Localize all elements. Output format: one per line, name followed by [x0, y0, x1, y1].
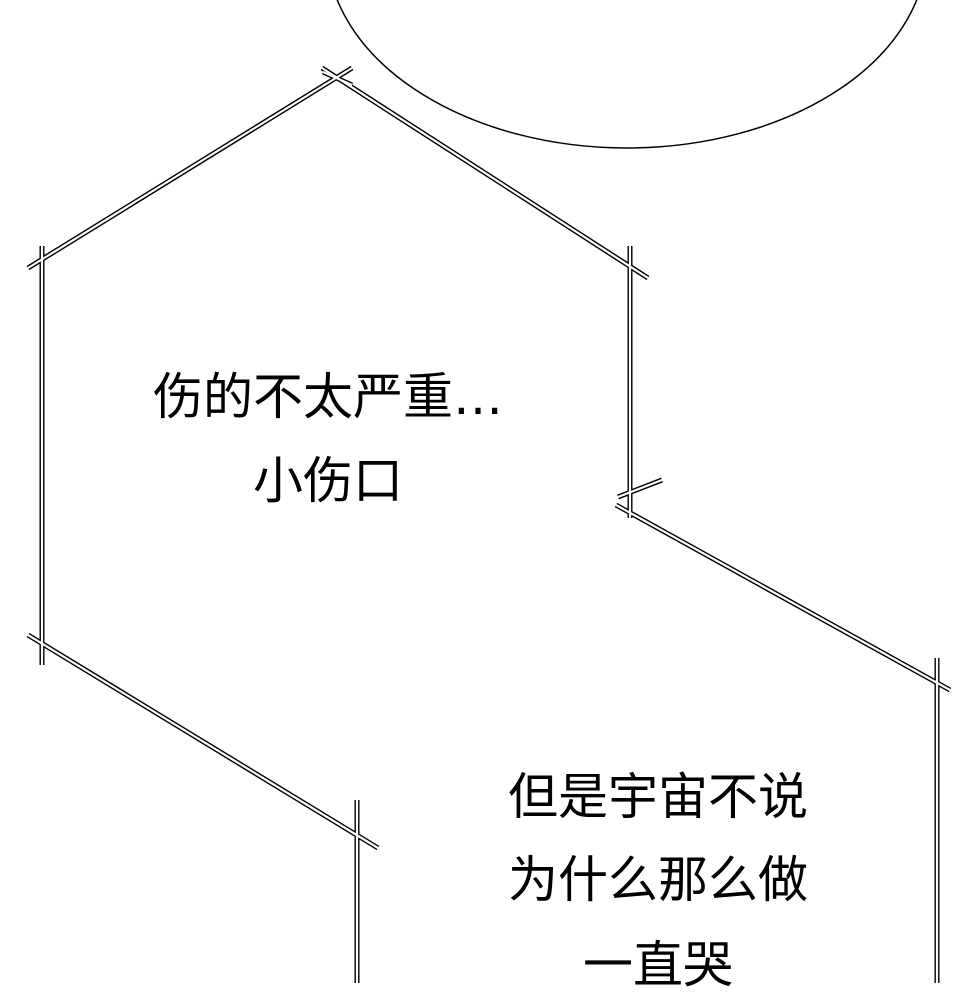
dialogue-left-line-1: 伤的不太严重… — [153, 368, 503, 426]
dialogue-right-line-2: 为什么那么做 — [508, 851, 808, 909]
dialogue-left-line-2: 小伤口 — [253, 452, 403, 510]
dialogue-right-line-3: 一直哭 — [583, 936, 733, 994]
circle-bubble-outline — [336, 0, 918, 149]
hexagon-frame-outer — [26, 65, 952, 983]
dialogue-right-line-1: 但是宇宙不说 — [508, 768, 808, 826]
